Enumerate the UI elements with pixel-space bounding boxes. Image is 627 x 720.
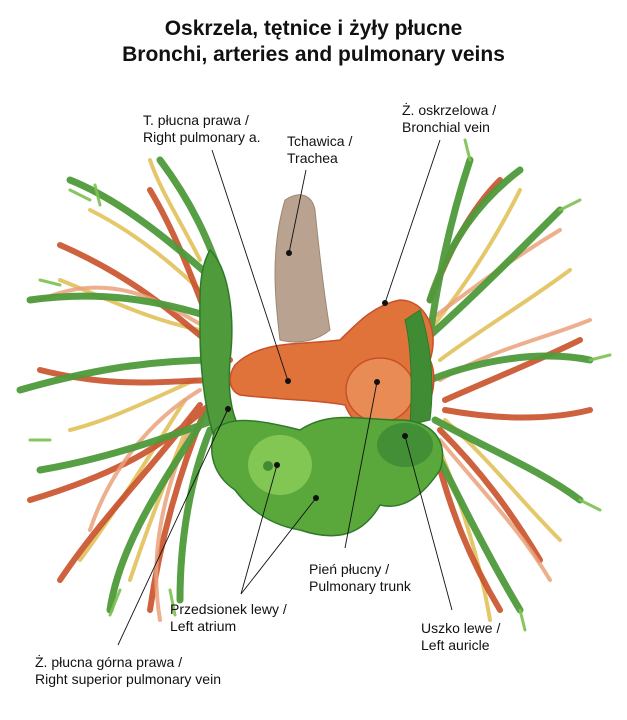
trachea-shape <box>274 194 331 343</box>
label-english: Trachea <box>287 150 338 166</box>
title-polish: Oskrzela, tętnice i żyły płucne <box>164 17 463 40</box>
leader-left-atrium-a <box>240 464 278 595</box>
label-polish: Tchawica / <box>287 133 353 149</box>
leader-trachea <box>288 169 307 254</box>
label-right-pulmonary-artery: T. płucna prawa / Right pulmonary a. <box>143 112 261 146</box>
label-polish: Przedsionek lewy / <box>170 601 287 617</box>
label-english: Bronchial vein <box>402 119 490 135</box>
label-right-superior-pulmonary-vein: Ż. płucna górna prawa / Right superior p… <box>35 654 221 688</box>
title-english: Bronchi, arteries and pulmonary veins <box>122 43 505 66</box>
label-english: Right pulmonary a. <box>143 129 261 145</box>
label-pulmonary-trunk: Pień płucny / Pulmonary trunk <box>309 561 411 595</box>
leader-left-auricle <box>404 435 453 611</box>
leader-pulmonary-trunk <box>344 381 378 549</box>
label-polish: Pień płucny / <box>309 561 390 577</box>
label-polish: Uszko lewe / <box>421 620 501 636</box>
label-polish: Ż. płucna górna prawa / <box>35 654 183 670</box>
pulmonary-trunk-shape <box>345 357 415 423</box>
label-polish: T. płucna prawa / <box>143 112 249 128</box>
left-side-branches <box>16 156 234 622</box>
label-left-auricle: Uszko lewe / Left auricle <box>421 620 500 654</box>
label-english: Left atrium <box>170 618 237 634</box>
leader-lines <box>117 139 453 646</box>
label-bronchial-vein: Ż. oskrzelowa / Bronchial vein <box>402 102 496 136</box>
label-english: Pulmonary trunk <box>309 578 411 594</box>
leader-left-atrium-b <box>240 497 317 595</box>
label-trachea: Tchawica / Trachea <box>287 133 352 167</box>
label-left-atrium: Przedsionek lewy / Left atrium <box>170 601 287 635</box>
atrium-orifice <box>263 461 273 471</box>
leader-dots <box>225 250 408 501</box>
leader-bronchial-vein <box>384 139 441 304</box>
left-auricle-shape <box>377 423 433 467</box>
label-english: Right superior pulmonary vein <box>35 671 221 687</box>
label-english: Left auricle <box>421 637 490 653</box>
right-side-branches <box>416 138 612 632</box>
leader-right-pulmonary-artery <box>211 149 289 382</box>
label-polish: Ż. oskrzelowa / <box>402 102 497 118</box>
leader-right-superior-pulmonary-vein <box>117 408 229 646</box>
